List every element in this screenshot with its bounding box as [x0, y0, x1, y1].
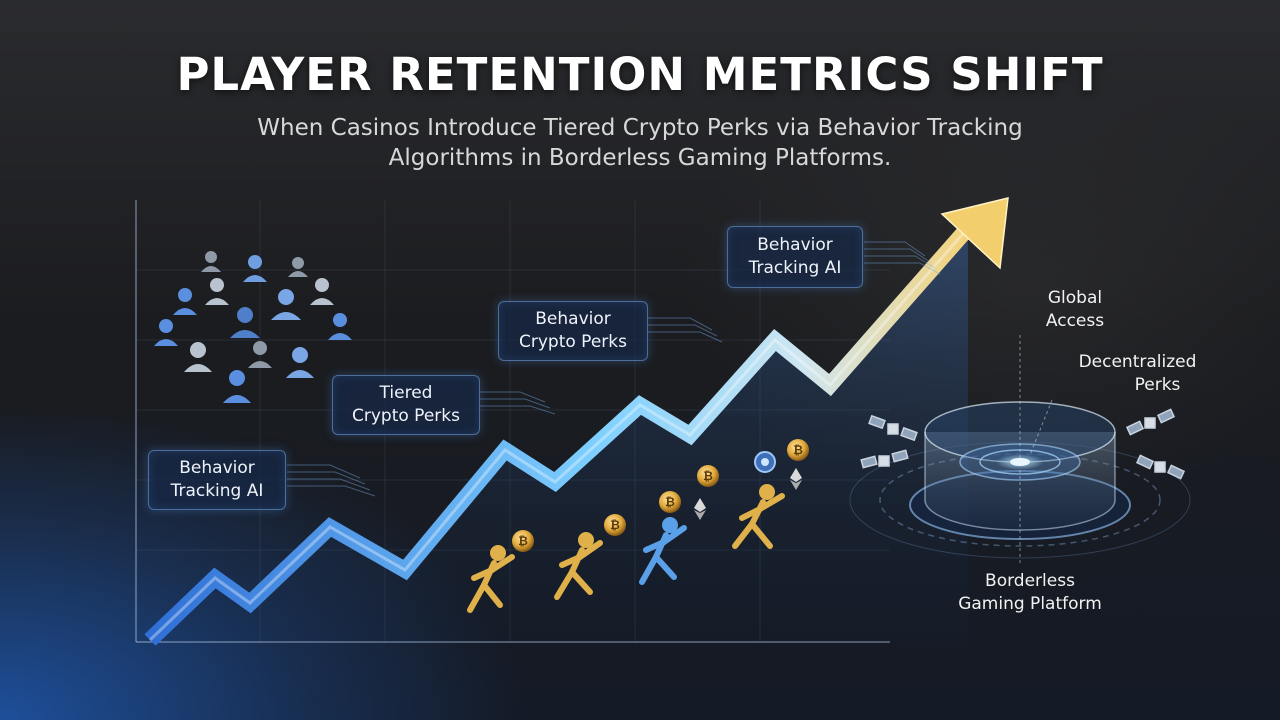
callout-tiered-crypto-perks: Tiered Crypto Perks: [332, 375, 480, 435]
svg-text:₿: ₿: [518, 534, 528, 548]
svg-text:₿: ₿: [610, 518, 620, 532]
callout-behavior-tracking-ai-1: Behavior Tracking AI: [148, 450, 286, 510]
label-line-1: Borderless: [985, 571, 1075, 591]
decentralized-perks-label: Decentralized Perks: [1060, 351, 1215, 397]
label-line-2: Perks: [1134, 375, 1181, 395]
label-line-1: Global: [1047, 288, 1103, 308]
platform-name-label: Borderless Gaming Platform: [935, 570, 1125, 616]
player-icon: [205, 278, 229, 305]
callout-line-2: Tracking AI: [170, 481, 264, 501]
callout-line-2: Crypto Perks: [352, 406, 460, 426]
player-icon: [230, 307, 260, 338]
runner-gold: [732, 484, 785, 549]
satellite-icon: [1125, 408, 1176, 436]
callout-line-2: Tracking AI: [748, 258, 842, 278]
svg-text:₿: ₿: [793, 443, 803, 457]
callout-behavior-tracking-ai-2: Behavior Tracking AI: [727, 226, 863, 288]
growth-line-highlight: [148, 227, 970, 642]
growth-line: [144, 222, 975, 646]
player-icon: [201, 251, 221, 272]
coins: ₿ ₿ ₿ ₿ ₿: [512, 439, 809, 552]
label-line-2: Access: [1045, 311, 1105, 331]
callout-behavior-crypto-perks: Behavior Crypto Perks: [498, 301, 648, 361]
satellite-icon: [868, 414, 918, 442]
player-icon: [248, 341, 272, 368]
player-icon: [310, 278, 334, 305]
bitcoin-coin-icon: ₿: [659, 491, 681, 513]
player-icon: [243, 255, 267, 282]
page-title: PLAYER RETENTION METRICS SHIFT: [176, 48, 1104, 101]
svg-text:₿: ₿: [703, 469, 713, 483]
player-icon: [173, 288, 197, 315]
token-coin-icon: [754, 451, 776, 473]
subtitle-line-2: Algorithms in Borderless Gaming Platform…: [388, 145, 892, 171]
callout-line-1: Behavior: [535, 309, 611, 329]
runner-gold: [467, 545, 515, 613]
callout-connectors: [287, 241, 941, 497]
subtitle-line-1: When Casinos Introduce Tiered Crypto Per…: [257, 115, 1023, 141]
bitcoin-coin-icon: ₿: [512, 530, 534, 552]
player-icon: [223, 370, 251, 403]
ethereum-icon: [790, 480, 802, 490]
bitcoin-coin-icon: ₿: [697, 465, 719, 487]
callout-line-2: Crypto Perks: [519, 332, 627, 352]
satellite-icon: [1135, 454, 1186, 480]
callout-line-1: Behavior: [179, 458, 255, 478]
player-icon: [184, 342, 212, 372]
callout-line-1: Tiered: [379, 383, 433, 403]
player-icon: [154, 319, 178, 346]
runners: [467, 484, 785, 613]
runner-gold: [554, 532, 603, 600]
player-icon: [288, 257, 308, 277]
runner-blue: [639, 517, 687, 585]
svg-text:₿: ₿: [665, 495, 675, 509]
ethereum-icon: [694, 510, 706, 520]
label-line-2: Gaming Platform: [958, 594, 1102, 614]
bitcoin-coin-icon: ₿: [604, 514, 626, 536]
growth-arrow-head: [940, 197, 1009, 270]
callout-line-1: Behavior: [757, 235, 833, 255]
ethereum-icon: [790, 468, 802, 482]
global-access-label: Global Access: [1025, 287, 1125, 333]
ethereum-icon: [694, 498, 706, 512]
player-icon: [328, 313, 352, 340]
player-cluster: [154, 251, 352, 403]
label-line-1: Decentralized: [1078, 352, 1197, 372]
satellite-icon: [860, 449, 909, 469]
player-icon: [286, 347, 314, 378]
bitcoin-coin-icon: ₿: [787, 439, 809, 461]
player-icon: [271, 289, 301, 320]
platform-graphic: [849, 335, 1191, 565]
